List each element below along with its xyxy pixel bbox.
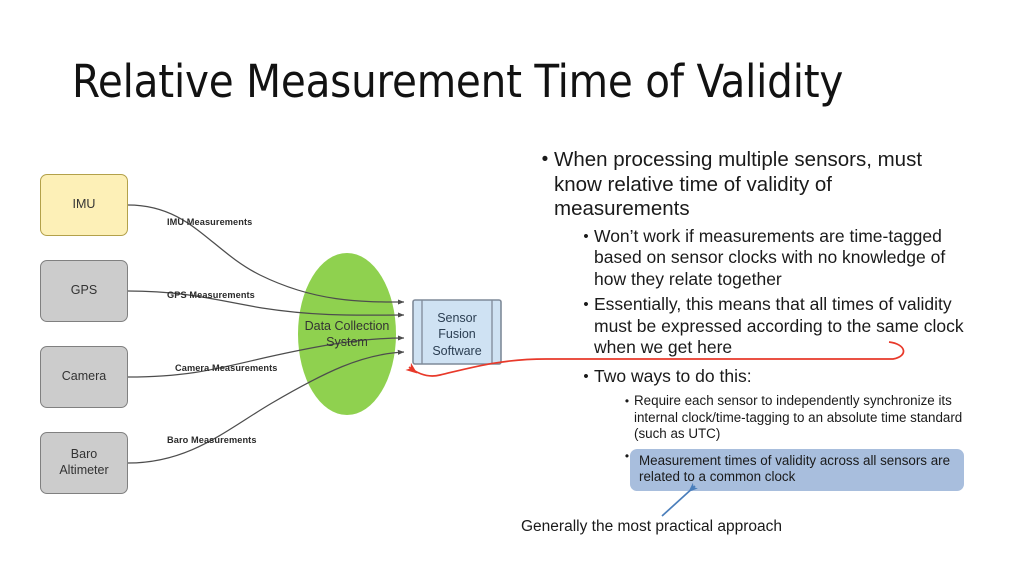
bullet-level2-two-ways: • Two ways to do this: [578,366,964,388]
node-gps[interactable]: GPS [40,260,128,322]
node-baro-label-wrap: Baro Altimeter [59,447,108,478]
connector-imu [127,204,405,305]
bullet-level3-common-clock: • Measurement times of validity across a… [620,448,964,491]
bullet-glyph: • [624,448,630,463]
node-baro-label-line2: Altimeter [59,463,109,477]
connector-baro [127,349,405,464]
node-baro-altimeter[interactable]: Baro Altimeter [40,432,128,494]
edge-label-baro: Baro Measurements [167,435,257,445]
bullet-level2-essentially: • Essentially, this means that all times… [578,294,964,359]
bullet-level2-wont-work: • Won’t work if measurements are time-ta… [578,226,964,291]
caption-text: Generally the most practical approach [521,518,783,535]
highlighted-bullet-text: Measurement times of validity across all… [630,448,964,491]
data-collection-ellipse [298,253,396,415]
node-camera-label: Camera [61,369,107,384]
bullet-text: When processing multiple sensors, must k… [554,148,923,220]
bullet-list: • When processing multiple sensors, must… [536,148,964,491]
connector-camera [127,335,405,378]
bullet-glyph: • [624,394,630,408]
bullet-glyph: • [583,367,589,385]
bullet-glyph: • [541,149,549,170]
sensor-fusion-diagram: IMU GPS Camera Baro Altimeter IMU Measur… [40,174,502,494]
node-gps-label: GPS [70,283,98,298]
bullet-text: Won’t work if measurements are time-tagg… [594,225,946,289]
bullet-text: Essentially, this means that all times o… [594,294,964,357]
bullet-glyph: • [583,296,589,313]
node-imu-label: IMU [72,197,96,212]
sensor-fusion-shape [412,299,502,365]
edge-label-camera: Camera Measurements [175,363,278,373]
bullet-text: Require each sensor to independently syn… [634,393,963,441]
node-camera[interactable]: Camera [40,346,128,408]
bullet-level1-processing: • When processing multiple sensors, must… [536,148,964,222]
edge-label-imu: IMU Measurements [167,217,253,227]
connector-gps [127,290,405,318]
node-baro-label-line1: Baro [70,447,98,462]
bullet-level3-require-sync: • Require each sensor to independently s… [620,393,964,443]
bullet-text: Two ways to do this: [594,365,752,386]
blue-callout-arrow [661,482,698,517]
page-title: Relative Measurement Time of Validity [72,55,844,108]
bullet-glyph: • [583,227,589,245]
node-imu[interactable]: IMU [40,174,128,236]
edge-label-gps: GPS Measurements [167,290,255,300]
